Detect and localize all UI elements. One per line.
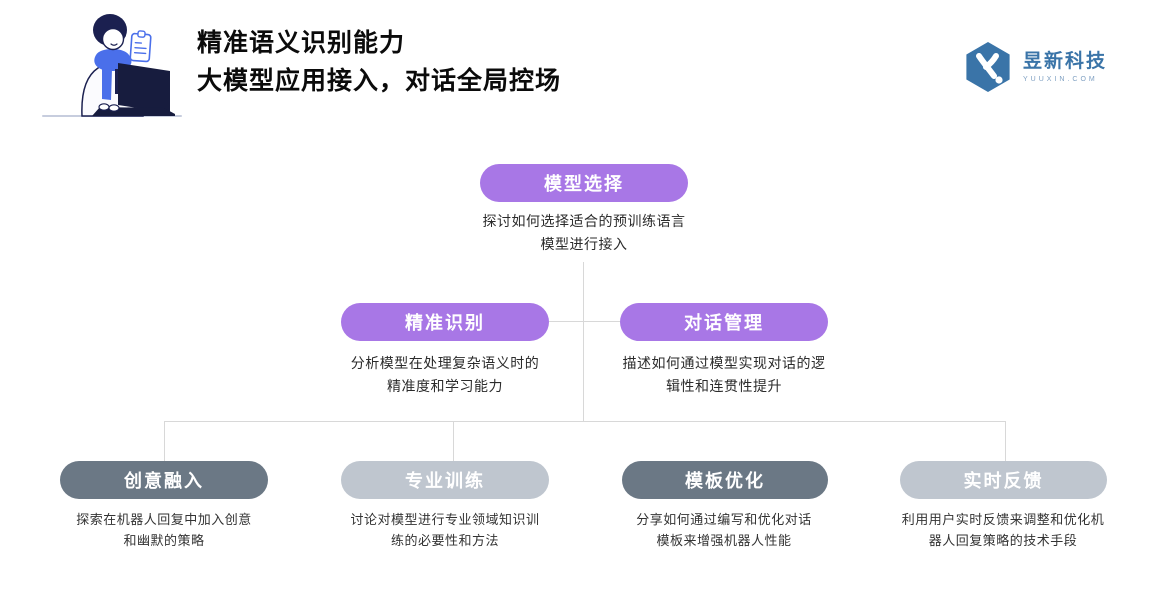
node-model-selection-desc: 探讨如何选择适合的预训练语言 模型进行接入 [434, 210, 734, 256]
connector-stub-feedback [1005, 421, 1006, 461]
desc-line: 练的必要性和方法 [390, 533, 499, 548]
title-line-2: 大模型应用接入，对话全局控场 [197, 67, 562, 95]
node-label: 专业训练 [405, 471, 485, 491]
connector-stub-creative [164, 421, 165, 461]
node-label: 模板优化 [685, 471, 765, 491]
connector-root-vertical [583, 262, 584, 421]
node-model-selection: 模型选择 [480, 164, 688, 202]
logo-domain: YUUXIN.COM [1023, 76, 1098, 83]
node-label: 模型选择 [544, 174, 624, 194]
node-dialog-management-desc: 描述如何通过模型实现对话的逻 辑性和连贯性提升 [574, 352, 874, 398]
desc-line: 描述如何通过模型实现对话的逻 [622, 355, 826, 371]
desc-line: 利用用户实时反馈来调整和优化机 [901, 512, 1105, 527]
person-typing-on-laptop-illustration [42, 6, 182, 124]
node-accurate-recognition: 精准识别 [341, 303, 549, 341]
title-line-1: 精准语义识别能力 [197, 29, 406, 57]
desc-line: 分享如何通过编写和优化对话 [636, 512, 812, 527]
illustration-svg [42, 14, 182, 117]
desc-line: 模型进行接入 [540, 236, 628, 252]
connector-stub-training [453, 421, 454, 461]
desc-line: 模板来增强机器人性能 [656, 533, 792, 548]
desc-line: 探索在机器人回复中加入创意 [76, 512, 252, 527]
connector-level3-horizontal [164, 421, 1006, 422]
logo-company-name: 昱新科技 [1023, 51, 1108, 72]
logo-text: 昱新科技 YUUXIN.COM [1023, 51, 1107, 83]
desc-line: 和幽默的策略 [123, 533, 205, 548]
node-realtime-feedback: 实时反馈 [900, 461, 1107, 499]
node-dialog-management: 对话管理 [620, 303, 828, 341]
page-title: 精准语义识别能力 大模型应用接入，对话全局控场 [197, 24, 561, 100]
node-accurate-recognition-desc: 分析模型在处理复杂语义时的 精准度和学习能力 [295, 352, 595, 398]
desc-line: 探讨如何选择适合的预训练语言 [482, 213, 686, 229]
node-creative-integration: 创意融入 [60, 461, 268, 499]
connector-level2-horizontal [549, 321, 620, 322]
desc-line: 讨论对模型进行专业领域知识训 [350, 512, 540, 527]
desc-line: 辑性和连贯性提升 [666, 378, 782, 394]
hexagon-y-logo-icon [966, 42, 1010, 92]
brand-logo: 昱新科技 YUUXIN.COM [963, 40, 1107, 94]
desc-line: 精准度和学习能力 [387, 378, 503, 394]
node-creative-integration-desc: 探索在机器人回复中加入创意 和幽默的策略 [14, 509, 314, 551]
node-label: 精准识别 [405, 313, 485, 333]
node-label: 实时反馈 [963, 471, 1044, 491]
desc-line: 分析模型在处理复杂语义时的 [350, 355, 540, 371]
node-professional-training-desc: 讨论对模型进行专业领域知识训 练的必要性和方法 [295, 509, 595, 551]
node-label: 对话管理 [684, 313, 764, 333]
node-professional-training: 专业训练 [341, 461, 549, 499]
clipboard-icon [129, 30, 152, 63]
node-template-optimization-desc: 分享如何通过编写和优化对话 模板来增强机器人性能 [574, 509, 874, 551]
node-label: 创意融入 [124, 471, 204, 491]
node-realtime-feedback-desc: 利用用户实时反馈来调整和优化机 器人回复策略的技术手段 [853, 509, 1153, 551]
desc-line: 器人回复策略的技术手段 [928, 533, 1078, 548]
node-template-optimization: 模板优化 [622, 461, 828, 499]
